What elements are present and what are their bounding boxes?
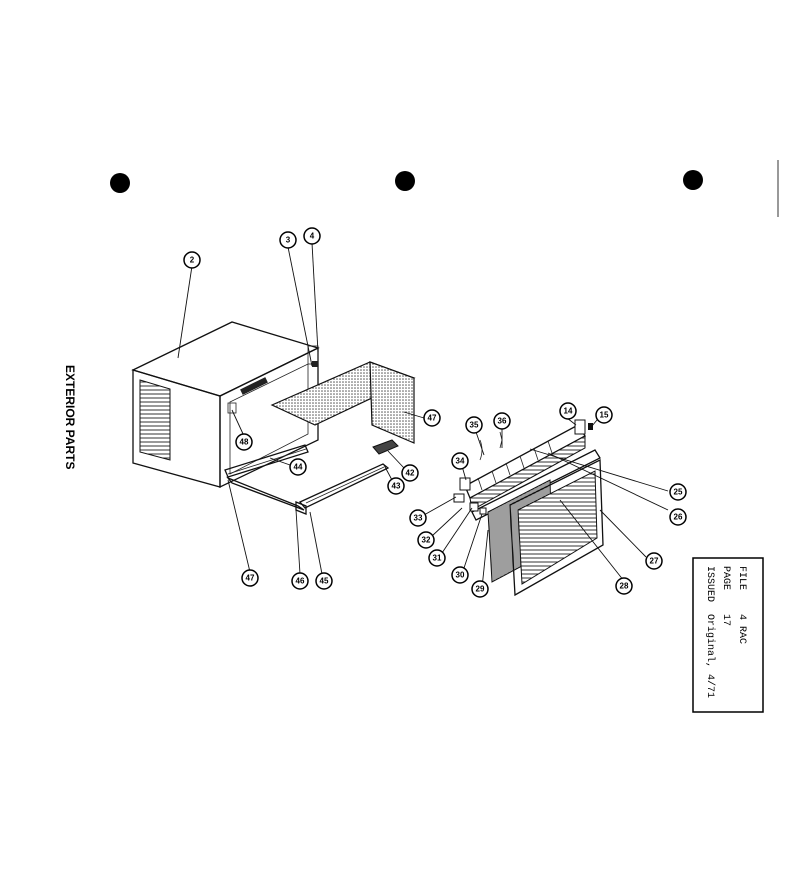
- callout-2: 2: [183, 251, 201, 269]
- svg-text:29: 29: [476, 585, 485, 594]
- svg-text:33: 33: [414, 514, 423, 523]
- svg-text:3: 3: [286, 236, 291, 245]
- svg-text:35: 35: [470, 421, 479, 430]
- svg-text:36: 36: [498, 417, 507, 426]
- callout-14: 14: [559, 402, 577, 420]
- info-box: FILE 4 RAC PAGE 17 ISSUED Original, 4/71: [692, 557, 764, 713]
- svg-text:4: 4: [310, 232, 315, 241]
- svg-text:31: 31: [433, 554, 442, 563]
- file-value: 4 RAC: [736, 614, 747, 644]
- page-label: PAGE: [720, 566, 731, 590]
- issued-label: ISSUED: [704, 566, 715, 602]
- svg-text:32: 32: [422, 536, 431, 545]
- callout-31: 31: [428, 549, 446, 567]
- svg-text:15: 15: [600, 411, 609, 420]
- callout-28: 28: [615, 577, 633, 595]
- callout-29: 29: [471, 580, 489, 598]
- callout-32: 32: [417, 531, 435, 549]
- callout-4: 4: [303, 227, 321, 245]
- callout-42: 42: [401, 464, 419, 482]
- callout-25: 25: [669, 483, 687, 501]
- svg-text:14: 14: [564, 407, 573, 416]
- page-value: 17: [720, 614, 731, 626]
- callout-44: 44: [289, 458, 307, 476]
- file-label: FILE: [736, 566, 747, 590]
- svg-text:34: 34: [456, 457, 465, 466]
- svg-text:30: 30: [456, 571, 465, 580]
- callout-47-cover: 47: [423, 409, 441, 427]
- svg-text:45: 45: [320, 577, 329, 586]
- bracket-42: [372, 439, 399, 455]
- callout-48: 48: [235, 433, 253, 451]
- svg-text:47: 47: [428, 414, 437, 423]
- callout-43: 43: [387, 477, 405, 495]
- cabinet-assembly: [131, 321, 390, 515]
- callout-47-rail: 47: [241, 569, 259, 587]
- binder-hole-center: [395, 171, 415, 191]
- page-title: EXTERIOR PARTS: [63, 365, 77, 469]
- binder-hole-left: [110, 173, 130, 193]
- svg-text:25: 25: [674, 488, 683, 497]
- leader-lines: [177, 242, 669, 589]
- callout-35: 35: [465, 416, 483, 434]
- callout-33: 33: [409, 509, 427, 527]
- front-grille-assembly: [453, 419, 604, 597]
- callout-45: 45: [315, 572, 333, 590]
- svg-text:26: 26: [674, 513, 683, 522]
- svg-text:46: 46: [296, 577, 305, 586]
- callout-3: 3: [279, 231, 297, 249]
- svg-text:28: 28: [620, 582, 629, 591]
- top-cover: [270, 361, 416, 444]
- issued-value: Original, 4/71: [704, 614, 716, 698]
- callout-36: 36: [493, 412, 511, 430]
- svg-text:43: 43: [392, 482, 401, 491]
- svg-text:27: 27: [650, 557, 659, 566]
- callout-46: 46: [291, 572, 309, 590]
- callout-15: 15: [595, 406, 613, 424]
- callout-34: 34: [451, 452, 469, 470]
- svg-text:44: 44: [294, 463, 303, 472]
- callout-26: 26: [669, 508, 687, 526]
- binder-hole-right: [683, 170, 703, 190]
- callout-27: 27: [645, 552, 663, 570]
- svg-text:42: 42: [406, 469, 415, 478]
- svg-text:2: 2: [190, 256, 195, 265]
- callout-30: 30: [451, 566, 469, 584]
- svg-text:48: 48: [240, 438, 249, 447]
- svg-text:47: 47: [246, 574, 255, 583]
